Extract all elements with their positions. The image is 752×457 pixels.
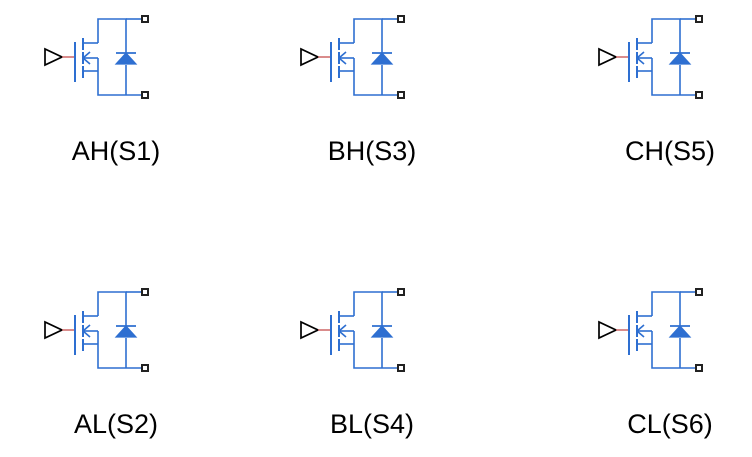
mosfet-with-body-diode-icon[interactable] xyxy=(594,280,746,400)
source-rail xyxy=(353,344,398,369)
device-label-bh: BH(S3) xyxy=(327,136,417,166)
input-port-triangle-icon[interactable] xyxy=(44,47,64,67)
body-arrow-icon xyxy=(82,57,91,65)
mosfet-with-body-diode-icon[interactable] xyxy=(40,7,192,127)
switch-block-ah[interactable]: AH(S1) xyxy=(40,7,192,183)
body-diode-icon xyxy=(370,52,394,65)
drain-port-icon[interactable] xyxy=(141,15,149,23)
body-arrow-icon xyxy=(636,57,645,65)
source-rail xyxy=(651,71,696,96)
body-diode-icon xyxy=(668,52,692,65)
mosfet-with-body-diode-icon[interactable] xyxy=(594,7,746,127)
source-port-icon[interactable] xyxy=(695,364,703,372)
source-rail xyxy=(97,71,142,96)
mosfet-with-body-diode-icon[interactable] xyxy=(296,7,448,127)
source-port-icon[interactable] xyxy=(397,91,405,99)
source-rail xyxy=(353,71,398,96)
device-label-ch: CH(S5) xyxy=(624,136,715,166)
drain-rail xyxy=(353,291,383,328)
drain-port-icon[interactable] xyxy=(397,15,405,23)
mosfet-with-body-diode-icon[interactable] xyxy=(296,280,448,400)
switch-block-al[interactable]: AL(S2) xyxy=(40,280,192,456)
switch-block-ch[interactable]: CH(S5) xyxy=(594,7,746,183)
body-arrow-icon xyxy=(82,330,91,338)
source-port-icon[interactable] xyxy=(141,364,149,372)
drain-port-icon[interactable] xyxy=(695,15,703,23)
body-arrow-icon xyxy=(636,51,645,59)
switch-block-bl[interactable]: BL(S4) xyxy=(296,280,448,456)
body-diode-icon xyxy=(668,325,692,338)
body-arrow-icon xyxy=(338,330,347,338)
switch-block-cl[interactable]: CL(S6) xyxy=(594,280,746,456)
drain-port-icon[interactable] xyxy=(695,288,703,296)
body-arrow-icon xyxy=(636,324,645,332)
body-arrow-icon xyxy=(636,330,645,338)
body-arrow-icon xyxy=(338,324,347,332)
device-label-cl: CL(S6) xyxy=(627,409,713,439)
drain-port-icon[interactable] xyxy=(141,288,149,296)
drain-rail xyxy=(97,291,127,328)
device-label-ah: AH(S1) xyxy=(71,136,161,166)
body-diode-icon xyxy=(114,52,138,65)
body-arrow-icon xyxy=(82,51,91,59)
source-port-icon[interactable] xyxy=(141,91,149,99)
source-rail xyxy=(97,344,142,369)
input-port-triangle-icon[interactable] xyxy=(598,320,618,340)
mosfet-with-body-diode-icon[interactable] xyxy=(40,280,192,400)
input-port-triangle-icon[interactable] xyxy=(598,47,618,67)
input-port-triangle-icon[interactable] xyxy=(300,320,320,340)
device-label-bl: BL(S4) xyxy=(329,409,415,439)
drain-rail xyxy=(353,18,383,55)
body-diode-icon xyxy=(370,325,394,338)
source-port-icon[interactable] xyxy=(397,364,405,372)
input-port-triangle-icon[interactable] xyxy=(44,320,64,340)
source-rail xyxy=(651,344,696,369)
drain-rail xyxy=(651,18,681,55)
body-arrow-icon xyxy=(82,324,91,332)
drain-rail xyxy=(97,18,127,55)
body-diode-icon xyxy=(114,325,138,338)
drain-port-icon[interactable] xyxy=(397,288,405,296)
switch-block-bh[interactable]: BH(S3) xyxy=(296,7,448,183)
device-label-al: AL(S2) xyxy=(73,409,159,439)
drain-rail xyxy=(651,291,681,328)
source-port-icon[interactable] xyxy=(695,91,703,99)
body-arrow-icon xyxy=(338,51,347,59)
input-port-triangle-icon[interactable] xyxy=(300,47,320,67)
body-arrow-icon xyxy=(338,57,347,65)
